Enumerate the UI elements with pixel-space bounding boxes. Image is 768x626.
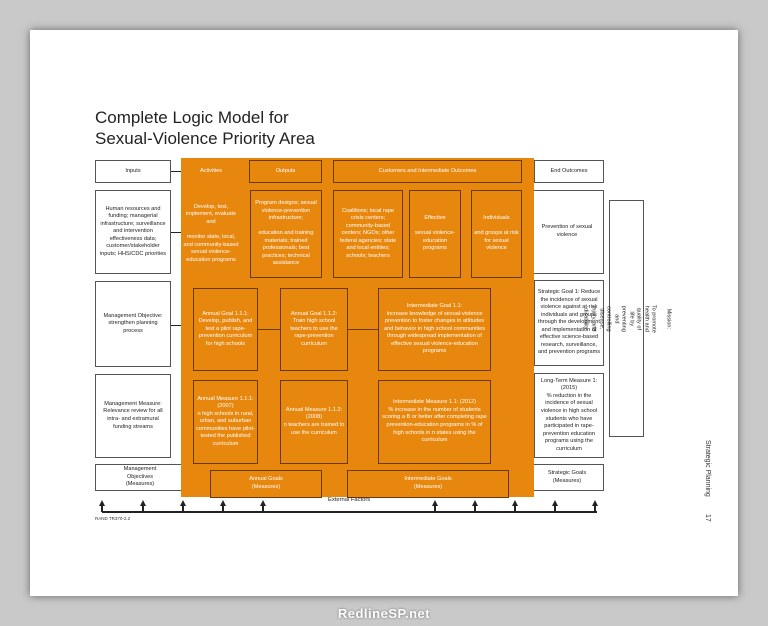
arrow-stem [474, 504, 476, 512]
management-objective-box: Management Objective: strengthen plannin… [95, 281, 171, 367]
connector [348, 329, 378, 330]
coalitions-box: Coalitions; local rape crisis centers; c… [333, 190, 403, 278]
arrow-up-icon [432, 500, 438, 506]
annual-measure-112-box: Annual Measure 1.1.2: (2008) n teachers … [280, 380, 348, 464]
arrow-stem [182, 504, 184, 512]
arrow-stem [554, 504, 556, 512]
inputs-box: Inputs [95, 160, 171, 183]
management-objectives-measures-box: Management Objectives (Measures) [95, 464, 185, 491]
management-measure-box: Management Measure: Relevance review for… [95, 374, 171, 458]
connector [258, 329, 280, 330]
arrow-up-icon [472, 500, 478, 506]
arrow-up-icon [140, 500, 146, 506]
arrow-up-icon [220, 500, 226, 506]
intermediate-goal-box: Intermediate Goal 1.1: Increase knowledg… [378, 288, 491, 371]
source-label: RAND TR370-2.2 [95, 516, 131, 521]
intermediate-measure-box: Intermediate Measure 1.1: (2012) % incre… [378, 380, 491, 464]
arrow-up-icon [99, 500, 105, 506]
annual-goals-box: Annual Goals (Measures) [210, 470, 322, 498]
external-factors-line [102, 511, 597, 513]
strategic-goals-box: Strategic Goals (Measures) [530, 464, 604, 491]
arrow-stem [142, 504, 144, 512]
prevention-box: Prevention of sexual violence [530, 190, 604, 274]
strategic-goal-box: Strategic Goal 1: Reduce the incidence o… [534, 280, 604, 366]
external-factors-label: External Factors [328, 497, 371, 503]
arrow [171, 325, 181, 326]
page-title: Complete Logic Model for Sexual-Violence… [95, 108, 315, 148]
long-term-measure-box: Long-Term Measure 1: (2015) % reduction … [534, 373, 604, 458]
arrow-stem [101, 504, 103, 512]
activities-header: Activities [199, 167, 223, 174]
outputs-box: Program designs; sexual violence-prevent… [250, 190, 322, 278]
arrow-stem [594, 504, 596, 512]
activities-box: Develop, test, implement, evaluate and m… [183, 203, 239, 263]
highlight-overlay [181, 158, 534, 497]
annual-goal-112-box: Annual Goal 1.1.2: Train high school tea… [280, 288, 348, 371]
arrow-stem [434, 504, 436, 512]
mission-box: Mission: To promote health and quality o… [583, 200, 672, 437]
arrow-up-icon [260, 500, 266, 506]
annual-goal-111-box: Annual Goal 1.1.1: Develop, publish, and… [193, 288, 258, 371]
arrow-stem [262, 504, 264, 512]
arrow [171, 171, 181, 172]
running-head: Strategic Planning [704, 440, 711, 497]
watermark: RedlineSP.net [337, 606, 431, 621]
arrow [171, 232, 181, 233]
annual-measure-111-box: Annual Measure 1.1.1: (2007) n high scho… [193, 380, 258, 464]
outputs-header: Outputs [249, 160, 322, 183]
resources-box: Human resources and funding; managerial … [95, 190, 171, 274]
page-number: 17 [704, 514, 711, 522]
arrow-stem [514, 504, 516, 512]
effective-programs-box: Effective sexual violence-education prog… [409, 190, 461, 278]
arrow-up-icon [552, 500, 558, 506]
end-outcomes-box: End Outcomes [534, 160, 604, 183]
arrow-stem [222, 504, 224, 512]
arrow-up-icon [592, 500, 598, 506]
intermediate-goals-box: Intermediate Goals (Measures) [347, 470, 509, 498]
individuals-box: Individuals and groups at risk for sexua… [471, 190, 522, 278]
arrow-up-icon [512, 500, 518, 506]
customers-header: Customers and Intermediate Outcomes [333, 160, 522, 183]
arrow-up-icon [180, 500, 186, 506]
